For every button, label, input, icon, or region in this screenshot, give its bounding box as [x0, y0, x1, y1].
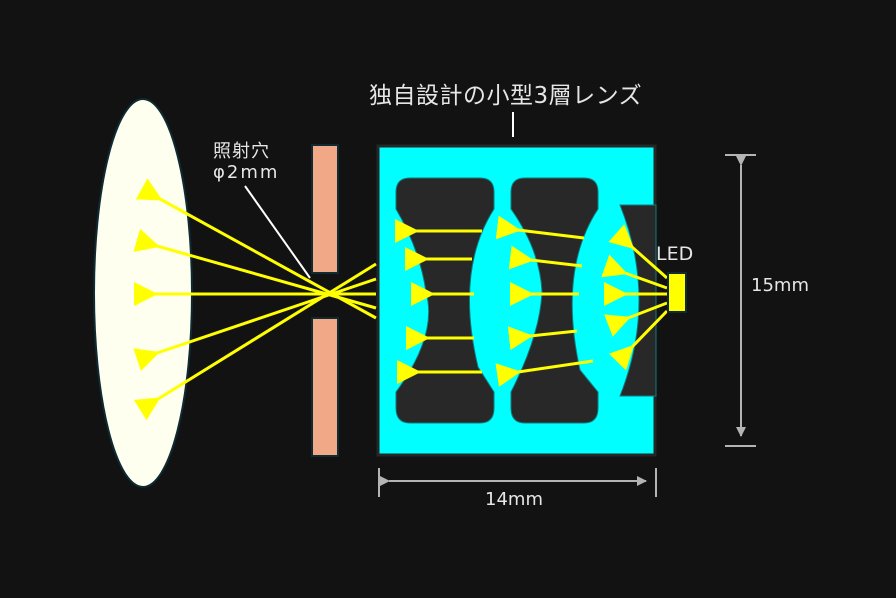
aperture-leader-line: [244, 185, 311, 279]
aperture-plate-top: [311, 144, 339, 274]
led-label: LED: [656, 243, 694, 265]
aperture-diameter-label: φ2mm: [213, 162, 280, 183]
height-dimension-label: 15mm: [751, 275, 809, 296]
diagram-title: 独自設計の小型3層レンズ: [369, 83, 643, 109]
output-rays: [133, 178, 377, 421]
led-source: [667, 272, 687, 313]
height-dimension: [725, 154, 756, 447]
internal-rays: [395, 215, 669, 387]
width-dimension: [378, 468, 657, 497]
width-dimension-label: 14mm: [485, 489, 543, 510]
aperture-label: 照射穴: [213, 141, 270, 162]
aperture-plate-bottom: [311, 317, 339, 457]
